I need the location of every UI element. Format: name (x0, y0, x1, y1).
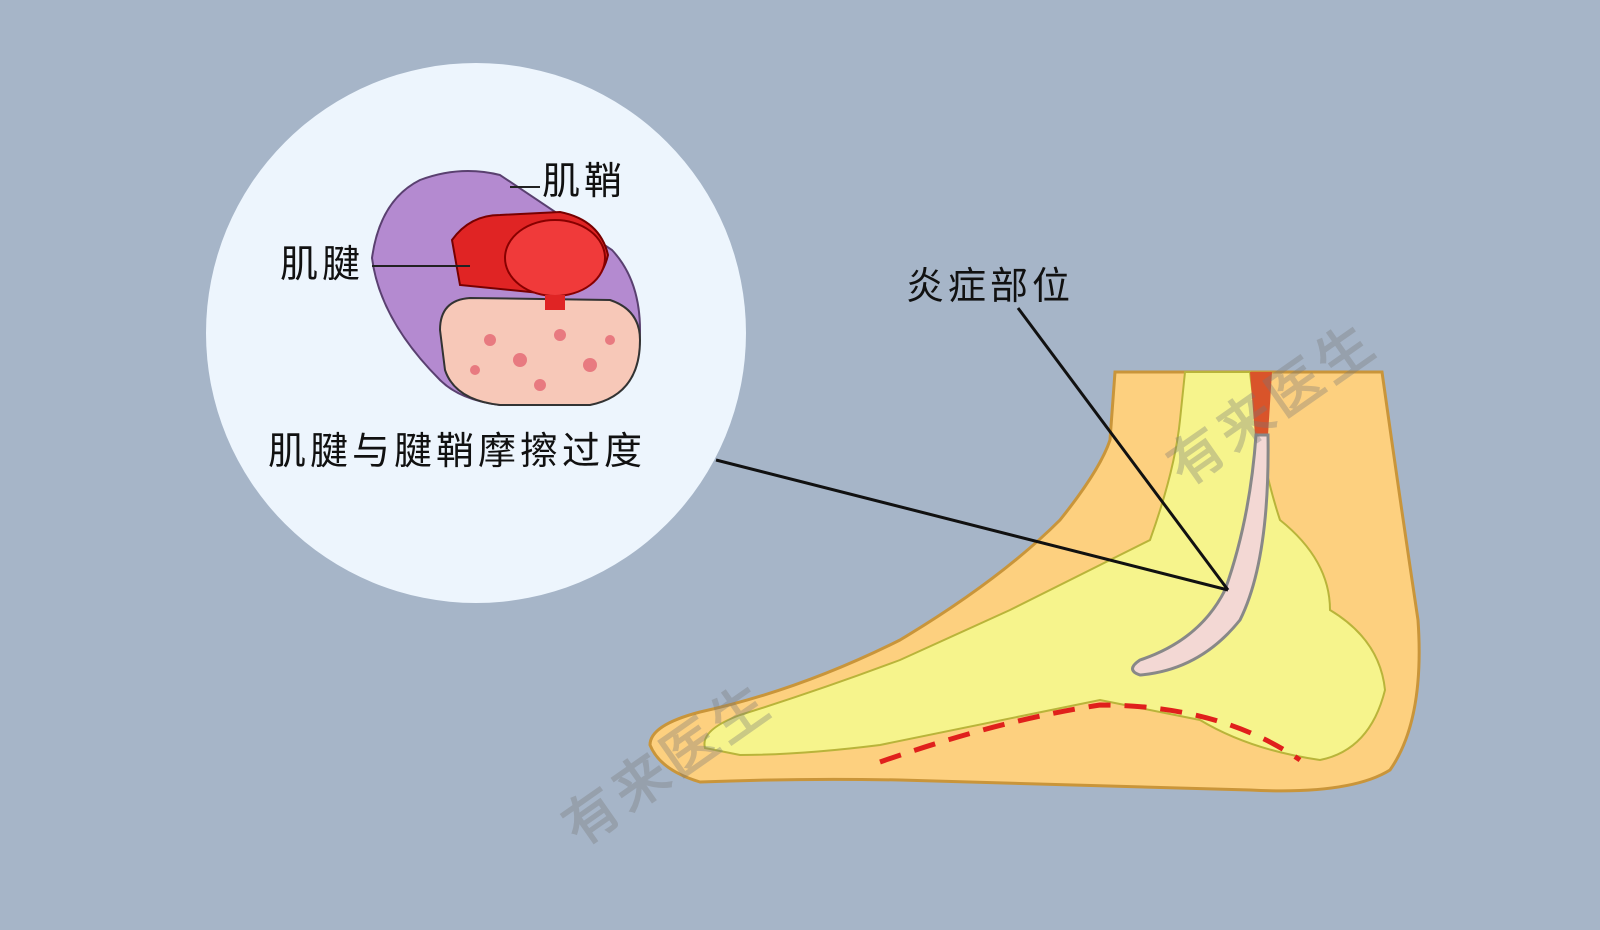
tendon-sheath (1131, 433, 1270, 677)
inflammation-site-label: 炎症部位 (906, 264, 1075, 308)
friction-label: 肌腱与腱鞘摩擦过度 (268, 429, 647, 473)
plantar-dashed-line (879, 702, 1302, 765)
sheath-label: 肌鞘 (542, 159, 627, 203)
friction-leader-line (715, 458, 1229, 592)
foot-bones (703, 371, 1387, 762)
tendon-label: 肌腱 (280, 242, 365, 286)
tendon-upper (1250, 372, 1272, 435)
inflammation-leader-line (1016, 307, 1230, 591)
tendon-sheath-crosssection (370, 170, 642, 406)
